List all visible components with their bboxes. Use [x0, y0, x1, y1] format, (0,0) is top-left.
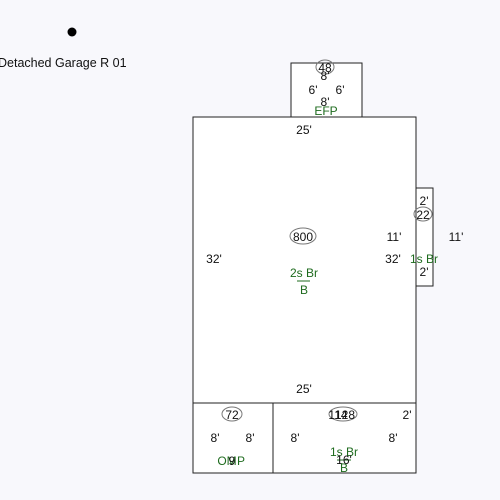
sketch-marker-dot	[67, 27, 77, 37]
main-top-dim: 25'	[296, 123, 312, 137]
rear-area-ring	[328, 406, 358, 422]
side-bay-code: 1s Br	[410, 252, 438, 266]
rear-top-right-dim: 2'	[403, 408, 412, 422]
omp-code-left: OM	[217, 454, 236, 468]
omp-left-dim: 8'	[211, 431, 220, 445]
efp-area: 48	[318, 61, 332, 75]
rear-section	[272, 402, 417, 474]
side-bay-outer-dim: 11'	[449, 230, 464, 244]
rear-overlay-dim: 16'	[336, 453, 352, 467]
main-bottom-dim: 25'	[296, 382, 312, 396]
side-bay-inner-dim: 11'	[387, 230, 402, 244]
main-code-line2: B	[300, 283, 308, 297]
efp-bottom-dim: 8'	[321, 95, 330, 109]
main-left-dim: 32'	[206, 252, 222, 266]
main-right-dim: 32'	[385, 252, 401, 266]
omp-code-right: P	[237, 454, 245, 468]
omp-section	[192, 402, 274, 474]
rear-area-overlay: 114	[328, 408, 347, 422]
omp-overlay-digit: 9	[229, 454, 236, 468]
main-area: 800	[293, 230, 313, 244]
main-code-line1: 2s Br	[290, 266, 318, 280]
omp-area-ring	[221, 406, 243, 422]
rear-right-dim: 8'	[389, 431, 398, 445]
side-bay-section	[415, 187, 434, 287]
efp-right-dim: 6'	[336, 83, 345, 97]
side-bay-area-ring	[413, 206, 433, 222]
efp-code: EFP	[314, 104, 337, 118]
omp-right-dim: 8'	[246, 431, 255, 445]
rear-area: 128	[335, 408, 355, 422]
side-bay-bottom-dim: 2'	[420, 265, 429, 279]
sketch-title: Detached Garage R 01	[0, 56, 127, 70]
side-bay-top-dim: 2'	[420, 194, 429, 208]
main-area-ring	[289, 227, 317, 245]
rear-code-line1: 1s Br	[330, 445, 358, 459]
side-bay-area: 22	[416, 208, 430, 222]
main-section	[192, 116, 417, 404]
efp-area-ring	[315, 59, 335, 75]
rear-code-line2: B	[340, 461, 348, 475]
efp-top-dim: 8'	[321, 69, 330, 83]
omp-area: 72	[225, 408, 239, 422]
efp-left-dim: 6'	[309, 83, 318, 97]
rear-left-dim: 8'	[291, 431, 300, 445]
efp-section	[290, 62, 363, 118]
